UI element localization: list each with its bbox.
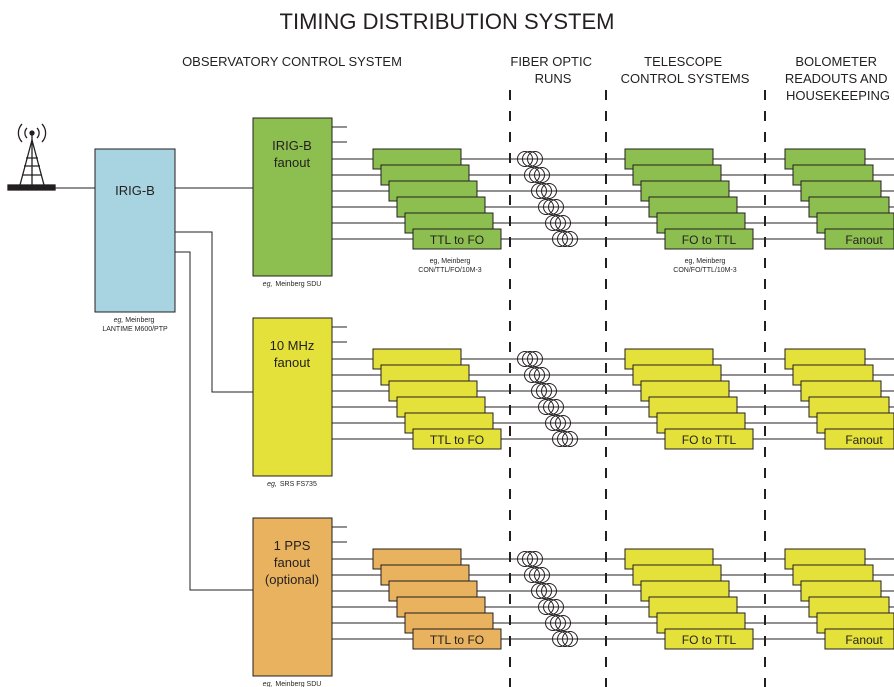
- fanout-caption-model: Meinberg SDU: [275, 281, 321, 288]
- irig-caption-line-1: eg, Meinberg: [114, 317, 155, 324]
- signal-row: 1 PPS fanout (optional) eg,Meinberg SDU TTL …: [252, 517, 894, 687]
- receiver-caption-line: eg, Meinberg: [685, 258, 726, 265]
- header-bolometer-line-2: READOUTS AND: [785, 71, 888, 86]
- fanout-caption-eg: eg,: [267, 481, 277, 488]
- fo-to-ttl-receiver-stack: FO to TTL: [624, 348, 754, 450]
- fanout-caption-model: SRS FS735: [280, 481, 317, 488]
- fo-to-ttl-receiver-stack-label: FO to TTL: [682, 233, 737, 247]
- ttl-to-fo-converter-stack-label: TTL to FO: [430, 433, 484, 447]
- fo-to-ttl-receiver-stack-label: FO to TTL: [682, 633, 737, 647]
- ttl-to-fo-converter-stack-label: TTL to FO: [430, 633, 484, 647]
- fanout-caption-model: Meinberg SDU: [275, 681, 321, 687]
- irig-caption-model: LANTIME M600/PTP: [102, 326, 168, 333]
- bolometer-fanout-unit: [824, 228, 894, 250]
- dashed-dividers: [509, 90, 766, 687]
- irig-b-source-box: [94, 148, 176, 313]
- fanout-label: IRIG-B fanout: [272, 138, 312, 170]
- fanout-caption: eg,Meinberg SDU: [263, 681, 322, 687]
- fo-to-ttl-receiver-stack: FO to TTL: [624, 548, 754, 650]
- fanout-caption-eg: eg,: [263, 681, 273, 687]
- header-telescope-control-systems: TELESCOPE CONTROL SYSTEMS: [621, 54, 750, 86]
- diagram-title: TIMING DISTRIBUTION SYSTEM: [280, 9, 615, 34]
- header-bolometer-readouts: BOLOMETER READOUTS AND HOUSEKEEPING: [785, 54, 891, 103]
- fanout-label-line: IRIG-B: [272, 138, 312, 153]
- irig-b-source-caption: eg, Meinberg LANTIME M600/PTP: [102, 317, 168, 333]
- signal-row: IRIG-B fanout eg,Meinberg SDU TTL to FO FO t…: [252, 117, 894, 288]
- bolometer-fanout-stack: Fanout: [784, 348, 894, 450]
- header-bolometer-line-1: BOLOMETER: [795, 54, 877, 69]
- receiver-caption-line: CON/FO/TTL/10M-3: [673, 267, 737, 274]
- fanout-box: [252, 117, 333, 277]
- fo-to-ttl-receiver-stack-unit: [664, 628, 754, 650]
- fanout-label-line: 10 MHz: [270, 338, 315, 353]
- header-fiber-line-2: RUNS: [535, 71, 572, 86]
- irig-caption-maker: Meinberg: [125, 317, 154, 324]
- fanout-label-line: fanout: [274, 555, 311, 570]
- link-to-1pps-fanout: [175, 251, 253, 591]
- header-bolometer-line-3: HOUSEKEEPING: [786, 88, 890, 103]
- fanout-label-line: (optional): [265, 572, 319, 587]
- antenna-emitter-dot: [29, 130, 35, 136]
- header-fiber-line-1: FIBER OPTIC: [510, 54, 592, 69]
- source-distribution-lines: [175, 187, 253, 591]
- antenna-wave-right-outer: [41, 123, 47, 143]
- fanout-caption-eg: eg,: [263, 281, 273, 288]
- radio-antenna-icon: [7, 123, 56, 191]
- header-observatory-control-system: OBSERVATORY CONTROL SYSTEM: [182, 54, 402, 69]
- ttl-to-fo-converter-stack: TTL to FO: [372, 148, 502, 250]
- bolometer-fanout-label: Fanout: [845, 433, 883, 447]
- fiber-coil-group: [513, 351, 582, 447]
- fanout-box: [252, 317, 333, 477]
- fanout-label-line: fanout: [274, 155, 311, 170]
- header-fiber-optic-runs: FIBER OPTIC RUNS: [510, 54, 595, 86]
- fiber-coil-group: [513, 551, 582, 647]
- header-telescope-line-2: CONTROL SYSTEMS: [621, 71, 750, 86]
- bolometer-fanout-unit: [824, 428, 894, 450]
- ttl-to-fo-converter-stack-unit: [412, 428, 502, 450]
- fanout-label-line: 1 PPS: [274, 538, 311, 553]
- fanout-caption: eg,SRS FS735: [267, 481, 317, 488]
- irig-caption-eg: eg,: [114, 317, 124, 324]
- antenna-wave-left-inner: [24, 127, 28, 139]
- bolometer-fanout-stack: Fanout: [784, 548, 894, 650]
- antenna-base: [7, 184, 56, 191]
- link-to-10mhz-fanout: [175, 231, 253, 393]
- irig-b-source-label: IRIG-B: [115, 183, 155, 198]
- fiber-coil-group: [513, 151, 582, 247]
- ttl-to-fo-converter-stack-unit: [412, 228, 502, 250]
- antenna-tower-frame: [19, 139, 45, 186]
- fanout-label: 10 MHz fanout: [270, 338, 315, 370]
- antenna-wave-right-inner: [36, 127, 40, 139]
- bolometer-fanout-unit: [824, 628, 894, 650]
- bolometer-fanout-label: Fanout: [845, 633, 883, 647]
- ttl-to-fo-converter-stack-unit: [412, 628, 502, 650]
- converter-caption-line: eg, Meinberg: [430, 258, 471, 265]
- fo-to-ttl-receiver-stack-unit: [664, 428, 754, 450]
- fo-to-ttl-receiver-stack-label: FO to TTL: [682, 433, 737, 447]
- ttl-to-fo-converter-stack-label: TTL to FO: [430, 233, 484, 247]
- bolometer-fanout-label: Fanout: [845, 233, 883, 247]
- fanout-label-line: fanout: [274, 355, 311, 370]
- converter-caption-line: CON/TTL/FO/10M-3: [418, 267, 482, 274]
- header-telescope-line-1: TELESCOPE: [644, 54, 722, 69]
- fo-to-ttl-receiver-stack-unit: [664, 228, 754, 250]
- bolometer-fanout-stack: Fanout: [784, 148, 894, 250]
- signal-row: 10 MHz fanout eg,SRS FS735 TTL to FO FO to T…: [252, 317, 894, 488]
- fanout-label: 1 PPS fanout (optional): [265, 538, 319, 587]
- fanout-box: [252, 517, 333, 677]
- antenna-wave-left-outer: [17, 123, 23, 143]
- fanout-caption: eg,Meinberg SDU: [263, 281, 322, 288]
- fo-to-ttl-receiver-stack: FO to TTL: [624, 148, 754, 250]
- ttl-to-fo-converter-stack: TTL to FO: [372, 548, 502, 650]
- ttl-to-fo-converter-stack: TTL to FO: [372, 348, 502, 450]
